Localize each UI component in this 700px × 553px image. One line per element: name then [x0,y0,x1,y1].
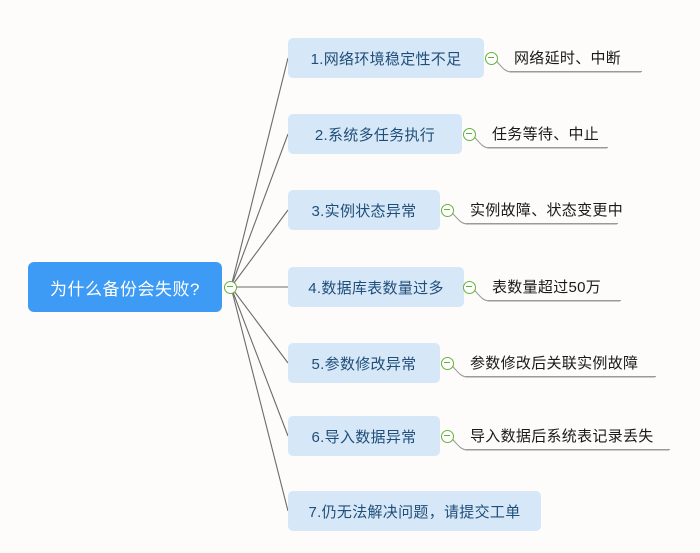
leaf-node-4[interactable]: 表数量超过50万 [488,273,621,301]
leaf-node-3[interactable]: 实例故障、状态变更中 [466,196,623,224]
root-edge-6 [230,286,289,437]
branch-node-6-label: 6.导入数据异常 [311,428,417,446]
leaf-node-2-label: 任务等待、中止 [492,126,600,143]
leaf-node-6[interactable]: 导入数据后系统表记录丢失 [466,422,670,450]
branch-node-1[interactable]: 1.网络环境稳定性不足 [288,38,484,78]
root-edge-2 [230,133,289,288]
branch-2-collapse-minus-icon[interactable] [463,127,476,141]
branch-node-6[interactable]: 6.导入数据异常 [288,416,440,456]
root-collapse-minus-icon[interactable] [224,280,237,294]
branch-node-1-label: 1.网络环境稳定性不足 [310,50,462,68]
branch-node-2[interactable]: 2.系统多任务执行 [288,114,462,154]
leaf-node-3-label: 实例故障、状态变更中 [470,202,624,219]
root-edge-1 [230,57,289,288]
branch-node-7-label: 7.仍无法解决问题，请提交工单 [308,503,521,521]
branch-node-4-label: 4.数据库表数量过多 [308,279,444,297]
leaf-node-5-label: 参数修改后关联实例故障 [470,355,639,372]
leaf-node-5[interactable]: 参数修改后关联实例故障 [466,349,656,377]
branch-3-collapse-minus-icon[interactable] [441,203,454,217]
branch-4-collapse-minus-icon[interactable] [463,280,476,294]
leaf-edges [447,57,669,451]
branch-1-collapse-minus-icon[interactable] [485,51,498,65]
root-edges [230,57,289,512]
leaf-node-4-label: 表数量超过50万 [492,279,602,296]
branch-5-collapse-minus-icon[interactable] [441,356,454,370]
branch-node-2-label: 2.系统多任务执行 [314,126,436,144]
leaf-node-2[interactable]: 任务等待、中止 [488,120,608,148]
root-edge-5 [230,286,289,364]
leaf-node-1[interactable]: 网络延时、中断 [510,44,642,72]
root-node-label: 为什么备份会失败? [50,279,200,299]
branch-node-5-label: 5.参数修改异常 [311,355,417,373]
branch-node-7[interactable]: 7.仍无法解决问题，请提交工单 [288,491,541,531]
branch-node-5[interactable]: 5.参数修改异常 [288,343,440,383]
branch-node-4[interactable]: 4.数据库表数量过多 [288,267,464,307]
root-edge-7 [230,286,289,512]
branch-node-3[interactable]: 3.实例状态异常 [288,190,440,230]
branch-node-3-label: 3.实例状态异常 [311,202,417,220]
root-edge-3 [230,209,289,288]
branch-6-collapse-minus-icon[interactable] [441,429,454,443]
leaf-node-6-label: 导入数据后系统表记录丢失 [470,428,654,445]
leaf-node-1-label: 网络延时、中断 [514,50,622,67]
root-node[interactable]: 为什么备份会失败? [28,262,222,312]
